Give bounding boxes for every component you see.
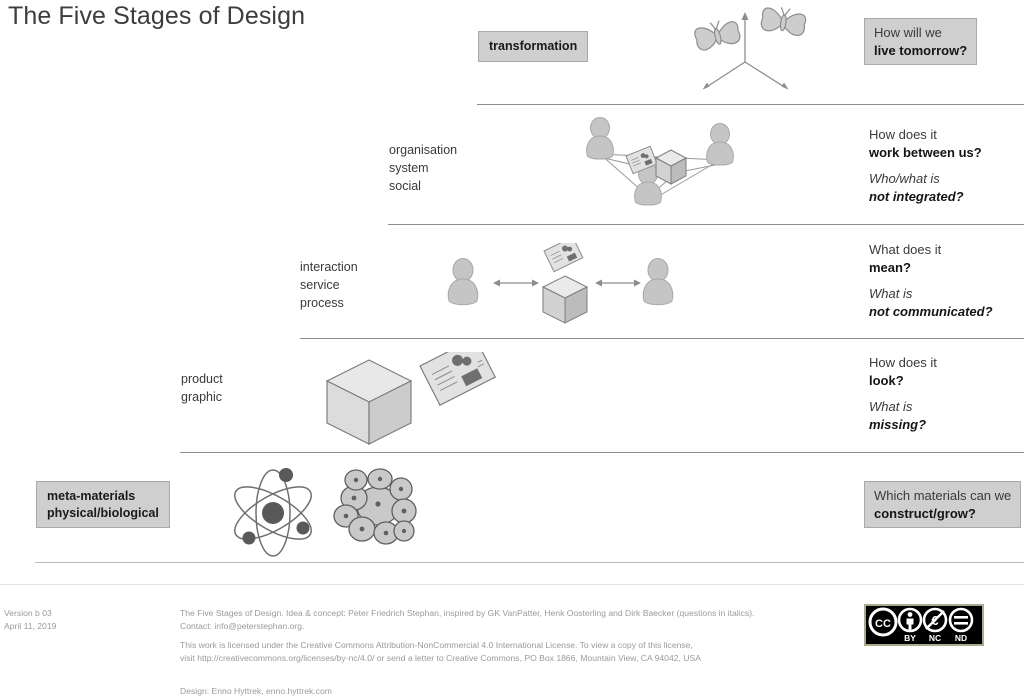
atom-icon xyxy=(234,468,312,557)
question-line-1: How will we xyxy=(874,25,942,40)
document-icon xyxy=(419,337,497,407)
footer-date-label: April 11, 2019 xyxy=(4,621,57,632)
double-arrow-icon xyxy=(595,279,641,287)
question-line-3: Who/what is xyxy=(869,171,940,187)
question-line-4: not integrated? xyxy=(869,188,964,204)
cc-icon: CC xyxy=(868,607,898,637)
footer-license-line-2: visit http://creativecommons.org/license… xyxy=(180,653,701,664)
icon-group-organisation xyxy=(570,112,750,217)
divider-row-2 xyxy=(388,224,1024,225)
row-label-line: interaction xyxy=(300,260,358,274)
cube-icon xyxy=(541,275,589,324)
footer-separator xyxy=(0,584,1024,585)
cc-license-badge[interactable]: CC BY € NC xyxy=(864,604,984,646)
document-icon xyxy=(543,236,584,273)
row-label-line: social xyxy=(389,178,421,193)
row-label-line: process xyxy=(300,295,344,310)
cube-icon xyxy=(654,149,688,185)
three-axis-arrow-icon xyxy=(702,12,789,90)
footer-version: Version b 03 April 11, 2019 xyxy=(4,607,56,634)
question-block-product: How does it look? What is missing? xyxy=(869,354,937,433)
footer-design-credit: Design: Enno Hyttrek, enno.hyttrek.com xyxy=(180,686,332,696)
row-label-line: graphic xyxy=(181,389,222,404)
cell-cluster-icon xyxy=(333,468,417,545)
question-line-2: work between us? xyxy=(869,144,982,160)
question-line-3: What is xyxy=(869,399,913,415)
double-arrow-icon xyxy=(493,279,539,287)
footer-license: This work is licensed under the Creative… xyxy=(180,639,701,666)
cc-nd-icon: ND xyxy=(948,607,974,643)
icon-group-transformation xyxy=(665,4,825,99)
tag-transformation-label: transformation xyxy=(489,39,578,53)
tag-meta-materials[interactable]: meta-materials physical/biological xyxy=(36,481,170,528)
butterfly-icon xyxy=(760,7,807,36)
page-title: The Five Stages of Design xyxy=(8,2,306,30)
row-label-line: product xyxy=(181,372,223,386)
cc-by-icon: BY xyxy=(897,607,923,643)
footer-credit: The Five Stages of Design. Idea & concep… xyxy=(180,607,754,634)
question-line-2: mean? xyxy=(869,259,911,275)
question-line-2: look? xyxy=(869,372,904,388)
footer-version-label: Version b 03 xyxy=(4,608,52,618)
question-line-1: How does it xyxy=(869,127,937,142)
document-icon xyxy=(625,145,658,175)
person-icon xyxy=(586,117,614,160)
svg-text:NC: NC xyxy=(929,633,941,643)
svg-text:BY: BY xyxy=(904,633,916,643)
row-label-product: product graphic xyxy=(181,371,223,407)
divider-row-4 xyxy=(180,452,1024,453)
icon-group-interaction xyxy=(440,236,700,328)
question-block-organisation: How does it work between us? Who/what is… xyxy=(869,126,982,205)
question-line-1: Which materials can we xyxy=(874,488,1012,503)
question-line-4: not communicated? xyxy=(869,303,993,319)
row-label-line: service xyxy=(300,277,340,292)
row-label-organisation: organisation system social xyxy=(389,142,457,195)
footer-license-line-1: This work is licensed under the Creative… xyxy=(180,640,693,650)
question-box-meta-materials[interactable]: Which materials can we construct/grow? xyxy=(864,481,1022,529)
tag-meta-materials-line-1: meta-materials xyxy=(47,489,136,503)
question-line-2: live tomorrow? xyxy=(874,42,968,58)
footer-credit-line-2: Contact: info@peterstephan.org. xyxy=(180,621,305,632)
row-label-line: organisation xyxy=(389,143,458,157)
question-block-interaction: What does it mean? What is not communica… xyxy=(869,241,993,320)
tag-meta-materials-line-2: physical/biological xyxy=(47,505,159,520)
divider-row-5 xyxy=(35,562,1024,563)
person-icon xyxy=(706,123,734,166)
footer-credit-line-1: The Five Stages of Design. Idea & concep… xyxy=(180,608,755,618)
question-line-1: How does it xyxy=(869,355,937,370)
question-line-2: construct/grow? xyxy=(874,505,976,521)
divider-row-1 xyxy=(477,104,1024,105)
row-label-interaction: interaction service process xyxy=(300,259,358,312)
cc-nc-icon: € NC xyxy=(922,607,948,643)
cube-icon xyxy=(325,359,413,445)
tag-transformation[interactable]: transformation xyxy=(478,31,589,62)
icon-group-meta-materials xyxy=(228,463,428,561)
icon-group-product xyxy=(325,337,515,447)
question-line-4: missing? xyxy=(869,416,927,432)
question-line-1: What does it xyxy=(869,242,942,257)
svg-text:CC: CC xyxy=(875,618,891,630)
question-line-3: What is xyxy=(869,286,913,302)
divider-row-3 xyxy=(300,338,1024,339)
svg-text:ND: ND xyxy=(955,633,967,643)
butterfly-icon xyxy=(694,20,741,51)
row-label-line: system xyxy=(389,160,429,175)
person-icon xyxy=(447,258,479,306)
question-box-transformation[interactable]: How will we live tomorrow? xyxy=(864,18,978,66)
person-icon xyxy=(642,258,674,306)
